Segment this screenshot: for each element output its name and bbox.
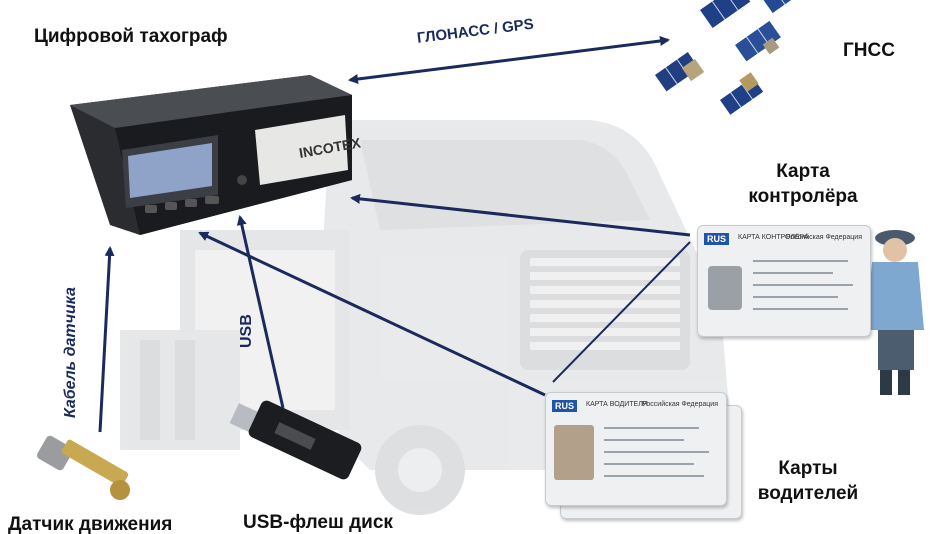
motion-sensor-icon (36, 435, 130, 500)
controller-card: RUS КАРТА КОНТРОЛЁРА Российская Федераци… (697, 225, 871, 337)
gnss-link-arrow (348, 36, 670, 84)
sensor-cable-arrow (98, 246, 115, 433)
sensor-cable-label: Кабель датчика (62, 287, 79, 418)
usb-label: USB (238, 314, 255, 348)
satellite-constellation-icon (655, 0, 811, 115)
driver-cards-label: Карты водителей (757, 458, 859, 504)
card-to-card-line (552, 241, 691, 383)
driver-photo-icon (554, 425, 594, 480)
driver-card: RUS КАРТА ВОДИТЕЛЯ Российская Федерация (545, 392, 727, 506)
usb-arrow (236, 215, 285, 409)
motion-sensor-label: Датчик движения (8, 514, 173, 534)
driver-card-arrow (198, 231, 546, 397)
driver-card-state: Российская Федерация (642, 401, 718, 408)
connection-arrows (98, 36, 691, 433)
controller-card-emblem-icon (708, 266, 742, 310)
controller-card-country-badge: RUS (704, 233, 730, 245)
driver-card-title: КАРТА ВОДИТЕЛЯ (586, 401, 648, 408)
usb-flash-drive-icon (229, 400, 362, 480)
controller-card-label: Карта контролёра (748, 161, 858, 207)
inspector-figure-icon (866, 230, 924, 395)
gnss-label: ГНСС (843, 40, 895, 61)
digital-tachograph-device: INCOTEX (70, 75, 362, 235)
driver-card-country-badge: RUS (552, 400, 578, 412)
tachograph-label: Цифровой тахограф (34, 26, 228, 47)
controller-card-title: КАРТА КОНТРОЛЁРА (738, 234, 809, 241)
truck-silhouette (120, 120, 730, 515)
controller-card-arrow (350, 193, 691, 237)
usb-flash-label: USB-флеш диск (243, 512, 393, 533)
controller-card-state: Российская Федерация (786, 234, 862, 241)
